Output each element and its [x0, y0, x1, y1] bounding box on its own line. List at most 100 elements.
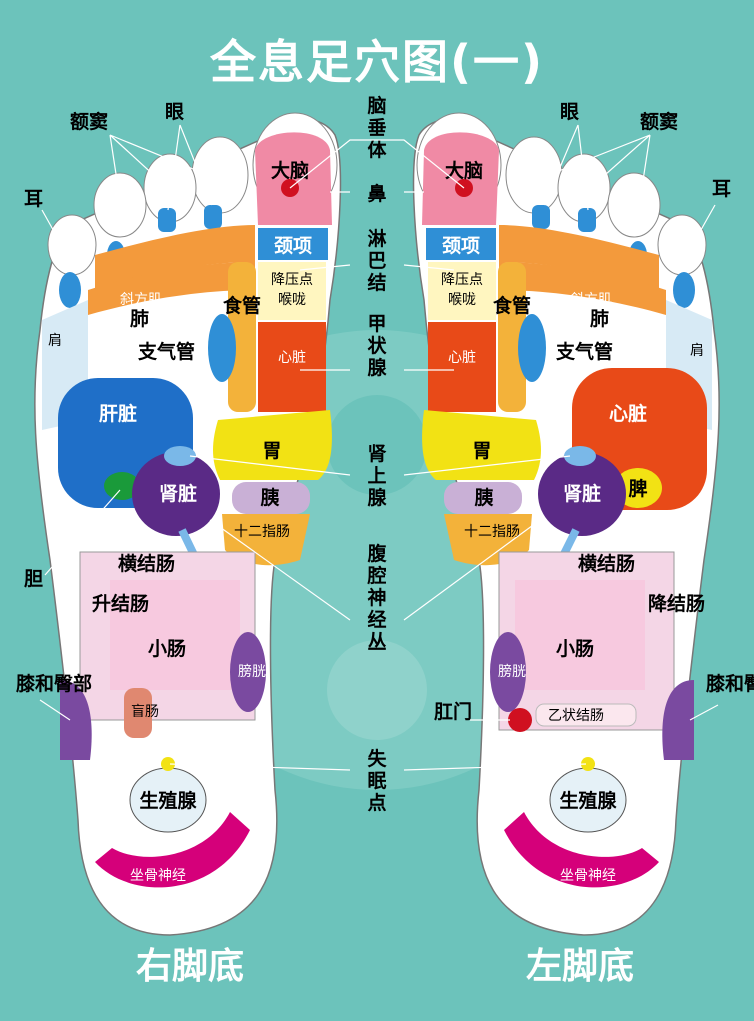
left-shoulder-label: 肩	[690, 343, 704, 359]
right-genital-label: 生殖腺	[139, 789, 197, 812]
right-kidney-label: 肾脏	[159, 482, 197, 505]
left-esophagus-label: 食管	[493, 294, 531, 317]
right-knee-hip-label: 膝和臀部	[16, 672, 92, 695]
center-labels: 脑垂体 鼻 淋巴结 甲状腺 肾上腺 腹腔神经丛 失眠点	[169, 94, 587, 814]
left-heart-col-area	[428, 322, 496, 412]
left-lung-blue	[518, 314, 546, 382]
right-knee-area	[60, 680, 92, 760]
left-brain-area	[422, 132, 499, 225]
right-esophagus-label: 食管	[223, 294, 261, 317]
left-small-intestine-label: 小肠	[556, 638, 594, 660]
left-ear-label: 耳	[712, 178, 731, 200]
left-insomnia-dot	[581, 757, 595, 771]
page-title: 全息足穴图(一)	[209, 35, 544, 89]
right-toe-4	[93, 172, 147, 238]
left-eye-label: 眼	[560, 101, 579, 123]
left-foot-title: 左脚底	[526, 946, 634, 987]
right-bladder-label: 膀胱	[238, 663, 266, 680]
background-yinyang-dot-top	[327, 395, 427, 495]
left-leader-lines	[470, 124, 719, 721]
left-sciatic-label: 坐骨神经	[560, 868, 616, 884]
left-knee-hip-label: 膝和臀部	[706, 672, 754, 695]
left-eye-spot-1	[578, 208, 596, 232]
right-bladder-area	[230, 632, 266, 712]
left-bladder-label: 膀胱	[498, 663, 526, 680]
left-genital-label: 生殖腺	[559, 789, 617, 812]
left-eye-spot-2	[532, 205, 550, 229]
right-small-intestine-area	[110, 580, 240, 690]
left-toe-4	[607, 172, 661, 238]
right-lung-label: 肺	[130, 308, 149, 330]
right-ear-label: 耳	[24, 188, 43, 210]
left-toe-2	[505, 136, 563, 214]
right-gall-spot	[104, 472, 140, 500]
center-leader-lines	[169, 139, 587, 771]
left-heart-label: 心脏	[609, 402, 647, 425]
right-insomnia-dot	[161, 757, 175, 771]
left-ear-spot	[673, 272, 695, 308]
right-eye-label: 眼	[165, 101, 184, 123]
right-gall-label: 胆	[24, 568, 43, 590]
right-bronchus-label: 支气管	[137, 340, 195, 363]
left-duodenum-label: 十二指肠	[464, 524, 520, 540]
left-stomach-label: 胃	[472, 440, 491, 462]
right-appendix-label: 盲肠	[131, 703, 159, 720]
right-brain-area	[255, 132, 332, 225]
right-shoulder-label: 肩	[48, 333, 62, 349]
left-sigmoid-area	[535, 703, 637, 727]
left-trapezius-label: 斜方肌	[570, 292, 612, 308]
left-descending-colon-label: 降结肠	[648, 592, 705, 615]
center-label-adrenal: 肾上腺	[366, 443, 387, 509]
right-esophagus-area	[228, 262, 256, 412]
left-bp-label: 降压点	[441, 272, 483, 288]
right-leader-lines	[39, 124, 221, 721]
left-neck-label: 颈项	[442, 235, 480, 257]
right-eye-spot-2	[204, 205, 222, 229]
left-heart-col-label: 心脏	[448, 350, 476, 366]
center-label-nose: 鼻	[367, 182, 386, 205]
center-label-lymph: 淋巴结	[367, 227, 386, 294]
left-lung-label: 肺	[590, 308, 609, 330]
left-sinus-label: 额窦	[640, 110, 678, 133]
left-foot: 大脑 斜方肌 肩 颈项 降压点 喉咙 食管 心脏 肺 支气管 心脏 脾 胃 胰 …	[412, 112, 720, 936]
left-bp-area	[428, 262, 496, 320]
right-toe-5	[47, 214, 97, 276]
right-pancreas-label: 胰	[259, 486, 279, 509]
right-ear-spot	[59, 272, 81, 308]
left-spleen-area	[614, 468, 662, 508]
right-stomach-label: 胃	[262, 440, 281, 462]
right-appendix-area	[124, 688, 152, 738]
background-yinyang-dot-bottom	[327, 640, 427, 740]
left-esophagus-area	[498, 262, 526, 412]
left-toe-base-band	[499, 225, 659, 290]
left-transverse-colon-label: 横结肠	[578, 552, 635, 575]
right-transverse-colon-label: 横结肠	[118, 552, 175, 575]
right-trapezius-band	[88, 262, 255, 315]
left-bladder-area	[490, 632, 526, 712]
left-adrenal-spot	[564, 446, 596, 466]
right-trapezius-label: 斜方肌	[120, 292, 162, 308]
right-lung-blue	[208, 314, 236, 382]
left-trapezius-band	[499, 262, 666, 315]
right-bp-label: 降压点	[271, 272, 313, 288]
left-sciatic-area	[504, 812, 659, 888]
right-liver-label: 肝脏	[99, 402, 137, 425]
right-kidney-area	[132, 452, 220, 536]
left-knee-area	[662, 680, 694, 760]
left-pancreas-area	[444, 482, 522, 514]
right-throat-label: 喉咙	[278, 292, 306, 308]
right-sciatic-label: 坐骨神经	[130, 868, 186, 884]
right-sinus-label: 额窦	[70, 110, 108, 133]
right-adrenal-spot	[164, 446, 196, 466]
center-label-insomnia: 失眠点	[367, 747, 387, 814]
right-foot: 大脑 斜方肌 肩 颈项 降压点 喉咙 食管 心脏 肺 支气管 肝脏	[34, 112, 342, 936]
left-kidney-label: 肾脏	[563, 482, 601, 505]
right-heart-label: 心脏	[278, 350, 306, 366]
left-sigmoid-label: 乙状结肠	[548, 708, 604, 724]
right-bp-area	[258, 262, 326, 320]
right-small-intestine-label: 小肠	[148, 638, 186, 660]
center-label-celiac: 腹腔神经丛	[366, 542, 387, 653]
left-pancreas-label: 胰	[473, 486, 493, 509]
